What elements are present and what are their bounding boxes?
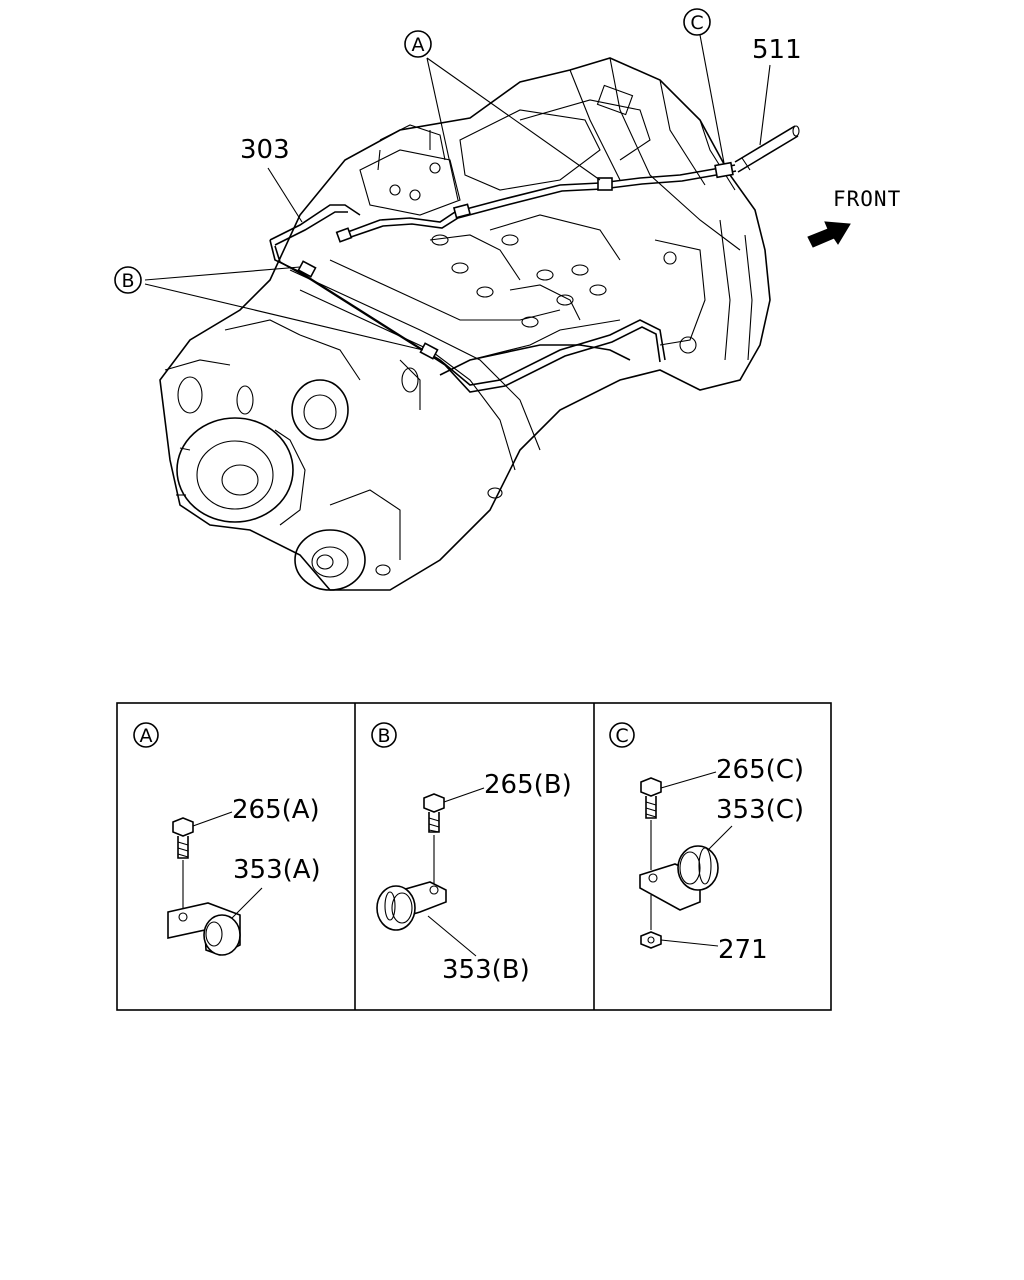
callout-b: B xyxy=(114,266,142,294)
detail-panel-b: B 265(B) 353(B) xyxy=(371,722,572,985)
front-label: FRONT xyxy=(833,187,901,211)
arrow-right-icon xyxy=(807,221,851,248)
lower-pulley xyxy=(294,489,401,591)
output-flange xyxy=(176,417,306,526)
housing-studs xyxy=(375,234,607,576)
clip-icon xyxy=(639,845,719,911)
bolt-icon xyxy=(640,777,662,819)
panel-b-bolt-label: 265(B) xyxy=(484,770,572,800)
panel-b-title: B xyxy=(377,725,390,747)
leader-lines xyxy=(144,34,771,351)
panel-a-clip-label: 353(A) xyxy=(233,855,321,885)
part-303-label: 303 xyxy=(240,135,290,165)
panel-c-nut-label: 271 xyxy=(718,935,768,965)
tube-511 xyxy=(734,125,800,173)
transmission-illustration xyxy=(159,57,800,591)
callout-c-label: C xyxy=(690,12,703,34)
callout-c: C xyxy=(683,8,711,36)
detail-panel-c: C 265(C) 353(C) 271 xyxy=(609,722,804,965)
detail-panels: A 265(A) 353(A) B 265(B) 353(B) xyxy=(116,702,832,1011)
panel-c-title: C xyxy=(615,725,628,747)
detail-panel-a: A 265(A) 353(A) xyxy=(133,722,321,956)
callout-b-label: B xyxy=(121,270,134,292)
bolt-icon xyxy=(172,817,194,859)
panel-a-bolt-label: 265(A) xyxy=(232,795,320,825)
front-indicator: FRONT xyxy=(807,187,901,248)
panel-c-bolt-label: 265(C) xyxy=(716,755,804,785)
panel-a-title: A xyxy=(140,725,153,747)
callout-a: A xyxy=(404,30,432,58)
rear-boss xyxy=(164,319,421,441)
panel-c-clip-label: 353(C) xyxy=(716,795,804,825)
panel-b-clip-label: 353(B) xyxy=(442,955,530,985)
part-511-label: 511 xyxy=(752,35,802,65)
clip-icon xyxy=(167,902,241,956)
nut-icon xyxy=(640,931,662,949)
callout-a-label: A xyxy=(412,34,425,56)
bolt-icon xyxy=(423,793,445,833)
clip-icon xyxy=(376,881,447,931)
cable-routes xyxy=(269,161,737,393)
